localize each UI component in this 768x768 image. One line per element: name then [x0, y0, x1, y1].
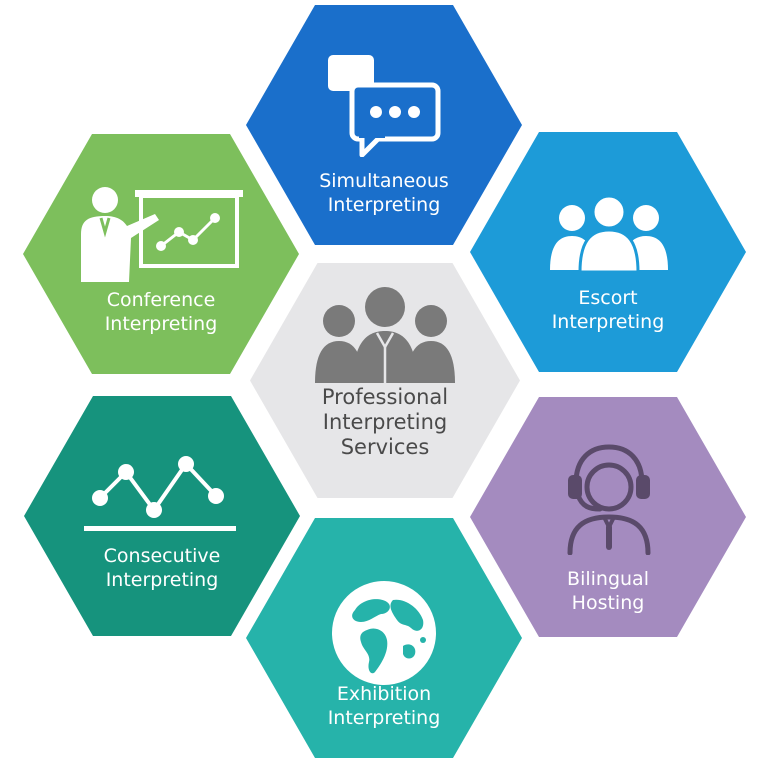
exhibition-line-2: Interpreting — [327, 707, 441, 729]
simultaneous-line-2: Interpreting — [327, 194, 441, 216]
escort-line-1: Escort — [578, 287, 638, 309]
hex-center: Professional Interpreting Services — [250, 263, 520, 498]
conference-line-2: Interpreting — [104, 313, 218, 335]
hex-exhibition: Exhibition Interpreting — [246, 518, 522, 758]
hex-conference: Conference Interpreting — [23, 134, 299, 374]
conference-line-1: Conference — [106, 289, 216, 311]
people-icon — [550, 194, 668, 274]
center-line-3: Services — [340, 435, 430, 459]
simultaneous-line-1: Simultaneous — [319, 170, 449, 192]
hex-escort: Escort Interpreting — [470, 132, 746, 372]
center-line-2: Interpreting — [322, 410, 448, 434]
hex-simultaneous: Simultaneous Interpreting — [246, 5, 522, 245]
bilingual-line-2: Hosting — [571, 592, 645, 614]
hex-consecutive: Consecutive Interpreting — [24, 396, 300, 636]
exhibition-line-1: Exhibition — [336, 683, 432, 705]
globe-icon — [332, 581, 436, 685]
consecutive-line-1: Consecutive — [103, 545, 221, 567]
hex-bilingual: Bilingual Hosting — [470, 397, 746, 637]
consecutive-line-2: Interpreting — [105, 569, 219, 591]
headset-person-icon — [567, 444, 651, 555]
chat-bubbles-icon — [328, 55, 441, 157]
group-people-icon — [315, 287, 455, 383]
line-graph-icon — [84, 456, 236, 531]
escort-line-2: Interpreting — [551, 311, 665, 333]
center-line-1: Professional — [321, 385, 449, 409]
presenter-board-icon — [81, 187, 243, 282]
bilingual-line-1: Bilingual — [567, 568, 649, 590]
